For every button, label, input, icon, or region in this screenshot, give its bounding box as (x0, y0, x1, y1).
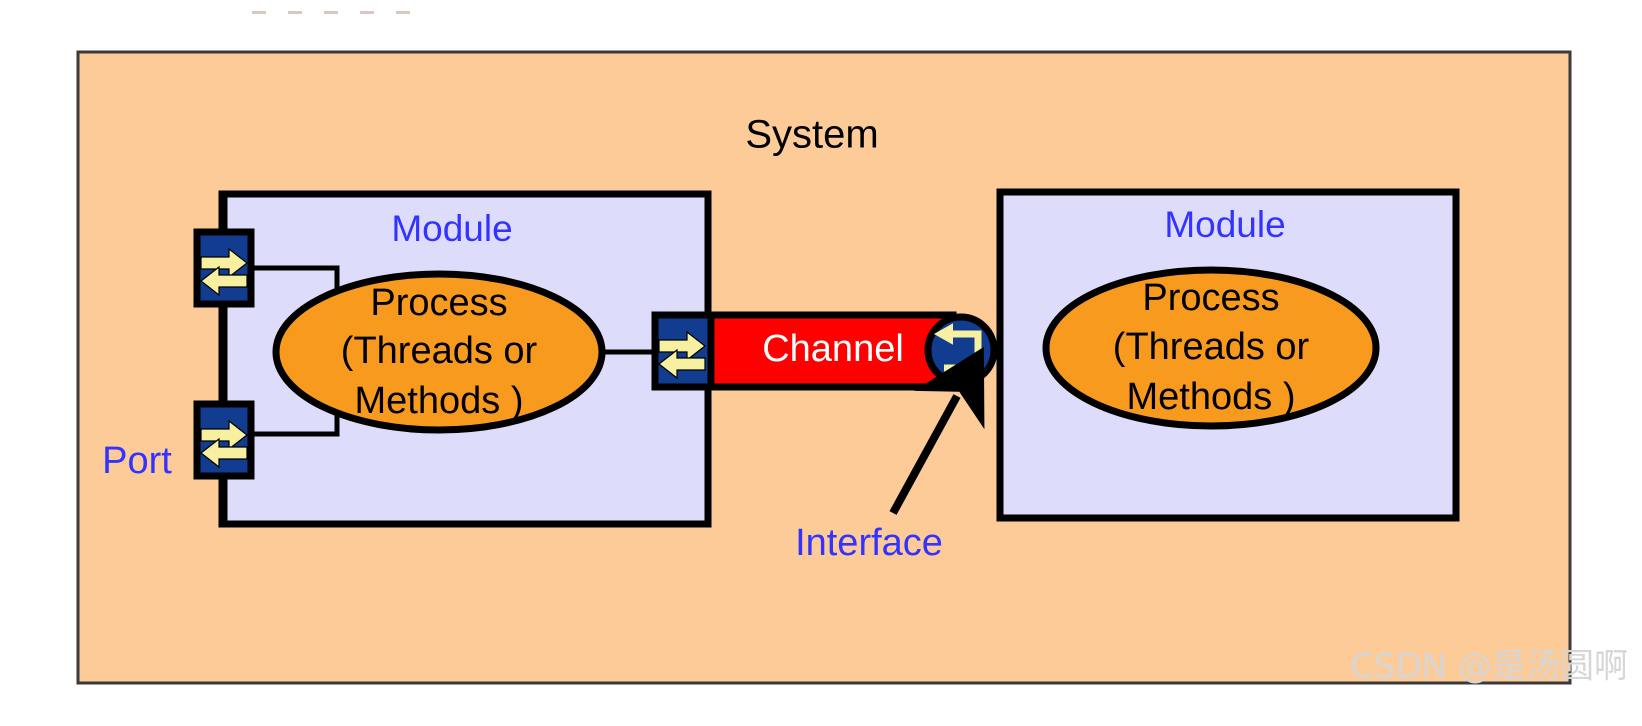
process-right-line-2: (Threads or (1113, 326, 1310, 368)
top-dash-mark (252, 11, 266, 14)
watermark-text: CSDN @是汤圆啊 (1350, 647, 1628, 687)
process-right-line-1: Process (1142, 277, 1279, 319)
top-dash-mark (324, 11, 338, 14)
top-dash-marks (252, 11, 410, 14)
process-left-ellipse (272, 270, 606, 434)
process-left-line-3: Methods ) (355, 380, 524, 422)
top-dash-mark (288, 11, 302, 14)
process-left-line-1: Process (370, 282, 507, 324)
process-right-ellipse (1042, 266, 1380, 430)
top-dash-mark (360, 11, 374, 14)
port-left-bottom (193, 400, 255, 480)
port-channel-left (651, 311, 715, 391)
interface-annotation-label: Interface (795, 522, 943, 564)
process-left-line-2: (Threads or (341, 330, 538, 372)
port-left-top (193, 228, 255, 308)
process-right-line-3: Methods ) (1127, 376, 1296, 418)
channel-label: Channel (762, 328, 904, 370)
port-left-bottom-box (193, 400, 255, 480)
interface-circle (924, 313, 998, 387)
top-dash-mark (396, 11, 410, 14)
module-left-label: Module (391, 208, 512, 249)
port-annotation-label: Port (102, 440, 172, 482)
module-right-label: Module (1164, 204, 1285, 245)
interface-annotation-arrow (889, 346, 985, 515)
system-label: System (745, 113, 878, 157)
